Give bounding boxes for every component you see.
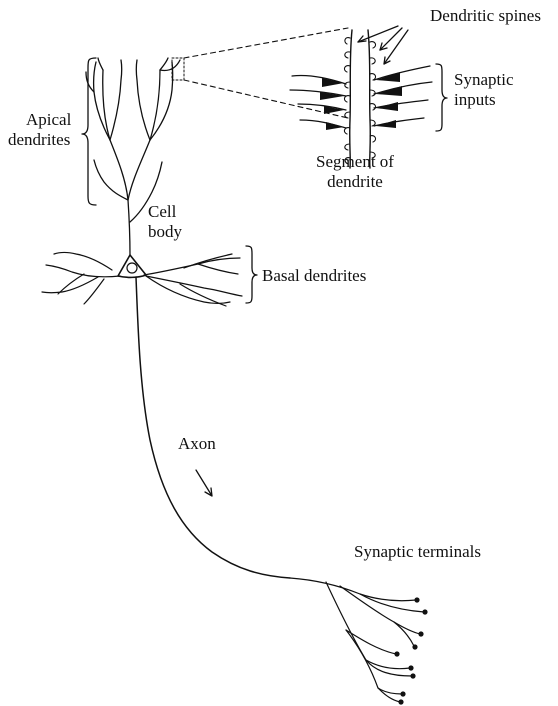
synaptic-inputs-brace: [436, 64, 447, 131]
label-synaptic-inputs-line2: inputs: [454, 90, 496, 110]
basal-brace: [246, 246, 257, 303]
cell-body: [118, 255, 146, 277]
synaptic-terminal-branches: [290, 578, 424, 702]
callout-box: [172, 58, 184, 80]
spine-arrows: [358, 26, 408, 64]
label-segment-line2: dendrite: [300, 172, 410, 192]
label-basal-dendrites: Basal dendrites: [262, 266, 366, 286]
axon: [136, 277, 290, 578]
label-apical-line2: dendrites: [8, 130, 70, 150]
callout-line-top: [184, 28, 348, 58]
label-synaptic-terminals: Synaptic terminals: [354, 542, 481, 562]
label-cell-body-line2: body: [148, 222, 182, 242]
label-segment-line1: Segment of: [300, 152, 410, 172]
label-axon: Axon: [178, 434, 216, 454]
dendritic-spines: [344, 38, 375, 164]
synaptic-input-boutons: [320, 72, 402, 130]
synaptic-terminal-boutons: [394, 597, 427, 704]
label-synaptic-inputs-line1: Synaptic: [454, 70, 514, 90]
basal-dendrites: [42, 253, 242, 307]
synaptic-input-fibers: [290, 66, 432, 128]
axon-direction-arrow: [196, 470, 212, 496]
label-cell-body-line1: Cell: [148, 202, 176, 222]
dendrite-segment-inset: [350, 30, 371, 168]
label-apical-line1: Apical: [26, 110, 71, 130]
label-dendritic-spines: Dendritic spines: [430, 6, 541, 26]
